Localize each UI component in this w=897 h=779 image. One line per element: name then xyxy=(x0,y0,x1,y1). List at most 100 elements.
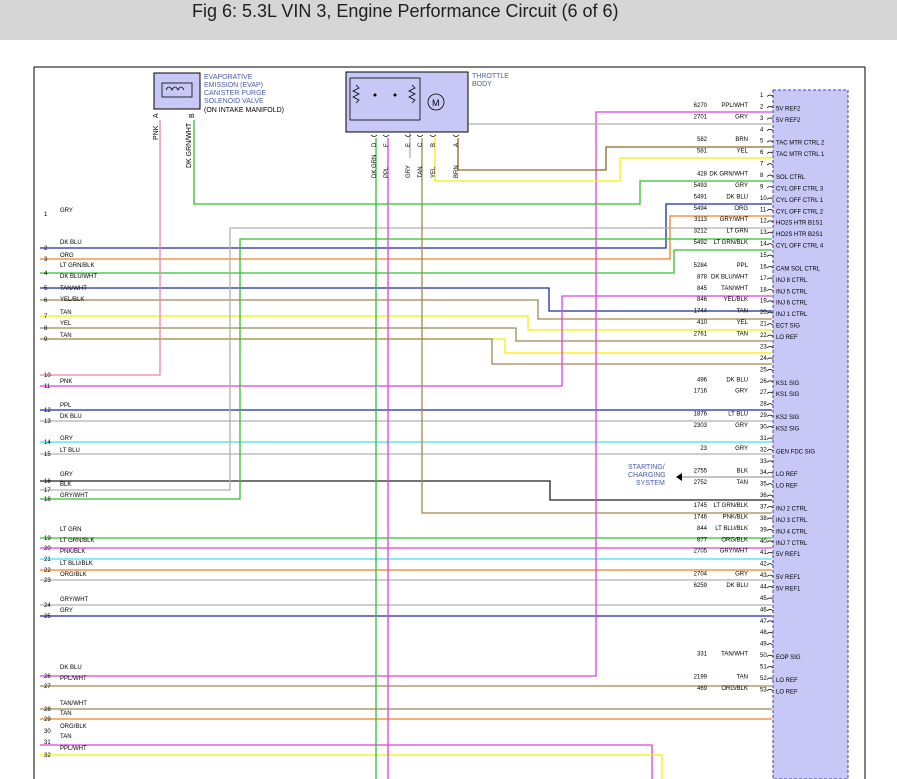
ecm-pin-number: 11 xyxy=(760,207,767,213)
evap-pin-b: B xyxy=(189,113,196,118)
throttle-pin-wire: YEL xyxy=(431,166,437,178)
ecm-wire-color: ORG/BLK xyxy=(721,686,748,692)
pin-terminal-icon xyxy=(766,163,774,166)
throttle-terminal-icon xyxy=(429,134,437,137)
pin-terminal-icon xyxy=(766,666,774,669)
wire-trace xyxy=(40,295,772,387)
ecm-wire-color: DK BLU xyxy=(726,583,748,589)
connector-wire-color: DK BLU xyxy=(60,240,82,246)
pin-terminal-icon xyxy=(766,128,774,132)
ecm-pin-number: 45 xyxy=(760,596,767,602)
wires xyxy=(40,111,772,779)
ecm-circuit-number: 410 xyxy=(697,320,708,326)
wire-trace xyxy=(40,287,772,312)
ecm-circuit-number: 2752 xyxy=(694,480,708,486)
pin-terminal-icon xyxy=(766,254,774,257)
connector-pin-number: 3 xyxy=(44,257,48,263)
connector-wire-color: GRY/WHT xyxy=(60,493,89,499)
ecm-pin-number: 21 xyxy=(760,322,767,328)
throttle-label-2: BODY xyxy=(472,81,492,88)
connector-wire-color: PNK/BLK xyxy=(60,549,85,555)
ecm-pin-number: 8 xyxy=(760,173,764,179)
ecm-pin-number: 23 xyxy=(760,344,767,350)
pin-terminal-icon xyxy=(766,288,774,292)
connector-pin-number: 2 xyxy=(44,246,48,252)
pin-terminal-icon xyxy=(766,380,774,383)
throttle-pin-letter: C xyxy=(418,142,424,147)
connector-wire-color: ORG xyxy=(60,253,74,259)
pin-terminal-icon xyxy=(766,620,774,623)
evap-solenoid: EVAPORATIVE EMISSION (EVAP) CANISTER PUR… xyxy=(153,72,284,168)
ecm-pin-number: 32 xyxy=(760,447,767,453)
ecm-pin-number: 39 xyxy=(760,527,767,533)
throttle-body: M THROTTLE BODY xyxy=(345,71,509,133)
ecm-pin-number: 36 xyxy=(760,493,767,499)
ecm-pin-number: 28 xyxy=(760,402,767,408)
pin-terminal-icon xyxy=(766,357,774,360)
ecm-connector xyxy=(772,89,849,779)
ecm-wire-color: YEL/BLK xyxy=(724,297,748,303)
ecm-circuit-number: 2761 xyxy=(694,332,708,338)
connector-wire-color: PPL xyxy=(60,403,72,409)
pin-terminal-icon xyxy=(766,426,774,429)
ecm-pin-number: 41 xyxy=(760,550,767,556)
wire-trace xyxy=(40,754,663,779)
wire-trace xyxy=(40,203,772,249)
ecm-signal-name: LO REF xyxy=(776,678,798,684)
ecm-pin-number: 19 xyxy=(760,299,767,305)
pin-terminal-icon xyxy=(766,414,774,417)
ecm-signal-name: INJ 6 CTRL xyxy=(776,301,808,307)
ecm-signal-name: INJ 8 CTRL xyxy=(776,278,808,284)
ecm-wire-color: TAN/WHT xyxy=(721,652,748,658)
ecm-signal-name: 5V REF2 xyxy=(776,106,801,112)
connector-wire-color: LT BLU xyxy=(60,448,80,454)
ecm-signal-name: KS1 SIG xyxy=(776,392,800,398)
ecm-signal-name: INJ 5 CTRL xyxy=(776,289,808,295)
connector-pin-number: 23 xyxy=(44,578,51,584)
ecm-signal-name: EOP SIG xyxy=(776,655,801,661)
pin-terminal-icon xyxy=(766,220,774,223)
ecm-circuit-number: 5491 xyxy=(694,194,708,200)
pin-terminal-icon xyxy=(766,300,774,303)
ecm-signal-name: CYL OFF CTRL 3 xyxy=(776,186,824,192)
ecm-wire-color: LT GRN/BLK xyxy=(714,503,748,509)
connector-pin-number: 26 xyxy=(44,674,51,680)
ecm-circuit-number: 845 xyxy=(697,286,708,292)
throttle-pin-letter: F xyxy=(384,143,390,147)
throttle-sensor-box xyxy=(349,77,421,121)
ecm-pin-number: 7 xyxy=(760,162,764,168)
connector-pin-number: 17 xyxy=(44,488,51,494)
ecm-signal-name: INJ 4 CTRL xyxy=(776,529,808,535)
pin-terminal-icon xyxy=(766,368,774,372)
ecm-circuit-number: 23 xyxy=(700,446,707,452)
ecm-circuit-number: 846 xyxy=(697,297,708,303)
coil-winding-icon xyxy=(165,86,185,91)
pin-terminal-icon xyxy=(766,586,774,589)
connector-pin-number: 29 xyxy=(44,717,51,723)
pin-terminal-icon xyxy=(766,528,774,532)
ecm-pin-number: 4 xyxy=(760,127,764,133)
pin-terminal-icon xyxy=(766,609,774,612)
pin-terminal-icon xyxy=(766,323,774,326)
throttle-terminal-icon xyxy=(416,134,424,137)
wire-trace xyxy=(40,299,772,320)
throttle-label-1: THROTTLE xyxy=(472,73,509,80)
connector-wire-color: LT GRN xyxy=(60,0,81,2)
ecm-circuit-number: 844 xyxy=(697,526,708,532)
ecm-signal-name: INJ 2 CTRL xyxy=(776,506,808,512)
pin-terminal-icon xyxy=(766,311,774,314)
ecm-pin-number: 10 xyxy=(760,196,767,202)
ecm-wire-color: BLK xyxy=(737,469,748,475)
connector-wire-color: LT GRN/BLK xyxy=(60,538,94,544)
ecm-wire-color: GRY xyxy=(735,114,748,120)
evap-label-2: EMISSION (EVAP) xyxy=(204,82,263,89)
ecm-wire-color: PPL/WHT xyxy=(721,103,748,109)
ecm-pin-number: 6 xyxy=(760,150,764,156)
ecm-circuit-number: 1745 xyxy=(694,503,708,509)
ecm-wire-color: DK GRN/WHT xyxy=(709,172,748,178)
ecm-pin-number: 1 xyxy=(760,93,764,99)
throttle-pin-wire: DK GRN xyxy=(372,155,378,178)
connector-wire-color: GRY/WHT xyxy=(60,597,89,603)
